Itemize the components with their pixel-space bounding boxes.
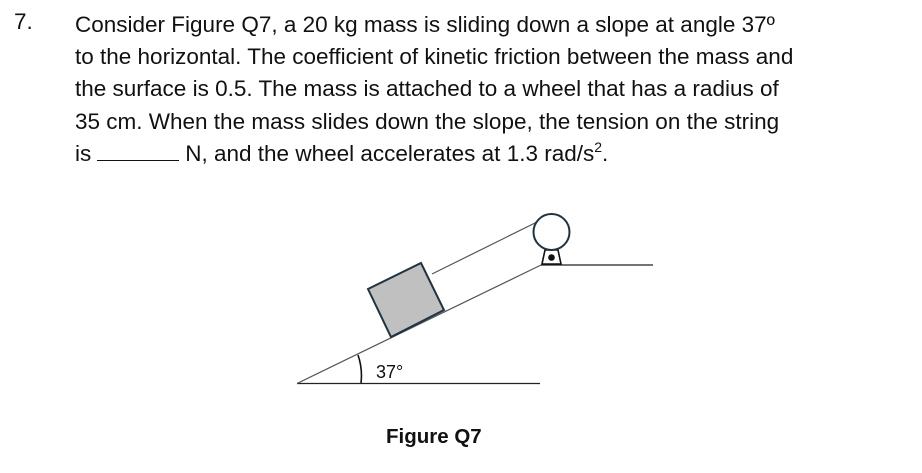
question-line-2: to the horizontal. The coefficient of ki… xyxy=(75,44,794,70)
line-prefix: is xyxy=(75,140,92,166)
question-line-4: 35 cm. When the mass slides down the slo… xyxy=(75,108,780,134)
question-text: Consider Figure Q7, a 20 kg mass is slid… xyxy=(75,9,905,170)
slope-line xyxy=(296,264,542,385)
question-line-1: Consider Figure Q7, a 20 kg mass is slid… xyxy=(75,12,775,37)
line-suffix: N, and the wheel accelerates at 1.3 rad/… xyxy=(185,140,595,166)
question-number: 7. xyxy=(14,9,33,34)
answer-blank[interactable] xyxy=(97,142,180,161)
angle-label: 37° xyxy=(376,362,403,382)
superscript: 2 xyxy=(594,138,603,155)
angle-arc xyxy=(357,354,363,384)
string-line xyxy=(431,220,540,275)
wheel-icon xyxy=(532,213,571,251)
axle-dot xyxy=(548,254,555,261)
sliding-mass-block xyxy=(366,261,446,339)
figure-caption: Figure Q7 xyxy=(386,425,482,448)
line-end: . xyxy=(602,140,609,166)
question-line-3: the surface is 0.5. The mass is attached… xyxy=(75,76,779,102)
question-line-5: is N, and the wheel accelerates at 1.3 ra… xyxy=(75,138,905,170)
